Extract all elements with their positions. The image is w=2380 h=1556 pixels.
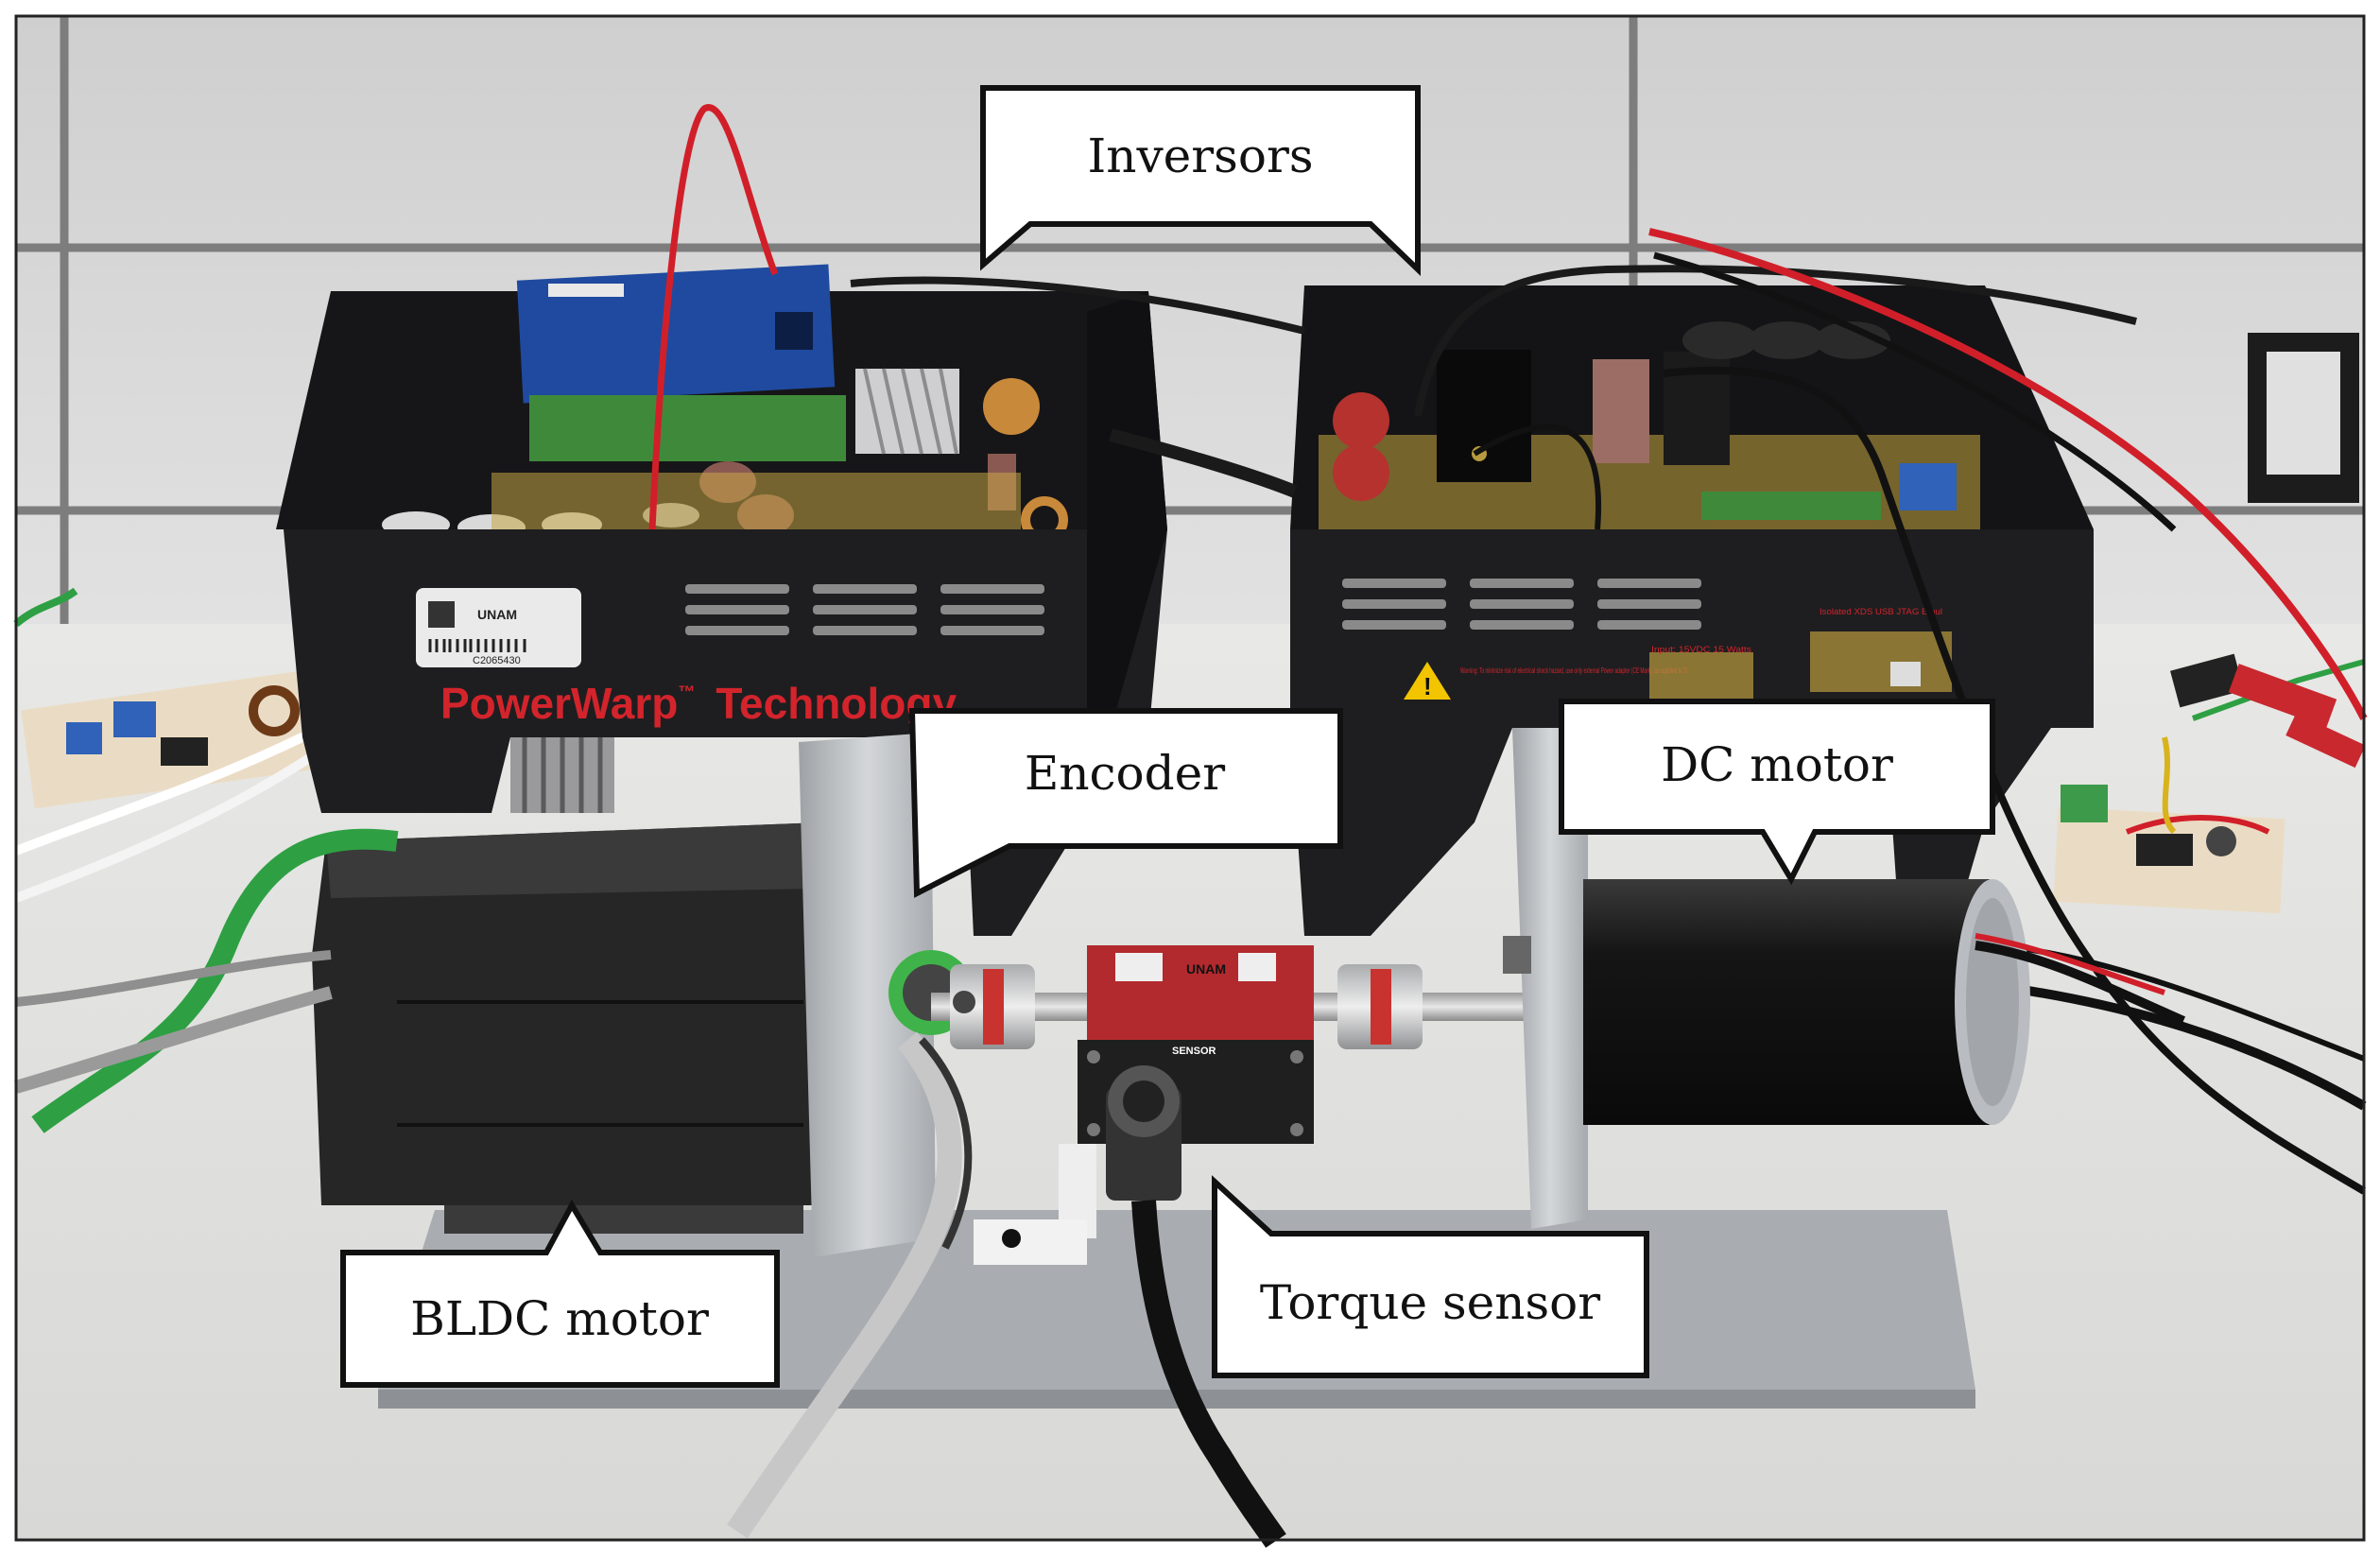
sensor-tag: UNAM [1186, 961, 1226, 977]
torque-sensor: UNAM SENSOR [974, 945, 1314, 1265]
vents-right [1342, 579, 1701, 630]
blue-pcb [516, 264, 836, 404]
callout-torque-sensor: Torque sensor [1212, 1175, 1649, 1378]
sensor-brand: SENSOR [1172, 1046, 1216, 1057]
heatsink-right [1437, 350, 1531, 482]
green-wrapped-cable [31, 828, 399, 1133]
callout-torque-sensor-text: Torque sensor [1260, 1275, 1600, 1330]
input-rating: Input: 15VDC 15 Watts [1651, 645, 1752, 654]
encoder-cable [727, 1031, 962, 1539]
torque-sensor-cable [1131, 1200, 1286, 1548]
right-breadboard [2053, 653, 2366, 914]
left-breadboard [13, 587, 343, 903]
figure-border [14, 14, 2366, 1542]
coupling-right [1337, 964, 1423, 1049]
usb-label: Isolated XDS USB JTAG Emul [1819, 607, 1942, 616]
dc-motor-bracket [1512, 728, 1588, 1229]
callout-bldc-motor: BLDC motor [340, 1199, 780, 1388]
dc-motor [1583, 879, 2186, 1125]
callout-encoder-text: Encoder [1025, 746, 1225, 801]
callout-bldc-motor-text: BLDC motor [410, 1291, 709, 1346]
callout-encoder: Encoder [908, 708, 1343, 898]
callout-dc-motor-text: DC motor [1661, 737, 1893, 792]
callout-inversors: Inversors [980, 85, 1421, 277]
warning-icon [1404, 662, 1451, 700]
svg-text:!: ! [1423, 672, 1432, 700]
warning-text: Warning: To minimize risk of electrical … [1460, 666, 1687, 675]
encoder-bracket [799, 733, 936, 1257]
vents-left [685, 584, 1044, 635]
asset-sticker-top: UNAM [477, 607, 517, 622]
right-inverter-front [1290, 529, 2094, 936]
asset-sticker-code: C2065430 [473, 655, 521, 666]
coupling-left [950, 964, 1035, 1049]
green-pcb [529, 395, 846, 461]
callout-dc-motor: DC motor [1559, 699, 1995, 886]
bldc-motor [312, 822, 822, 1234]
callout-inversors-text: Inversors [1087, 129, 1313, 183]
